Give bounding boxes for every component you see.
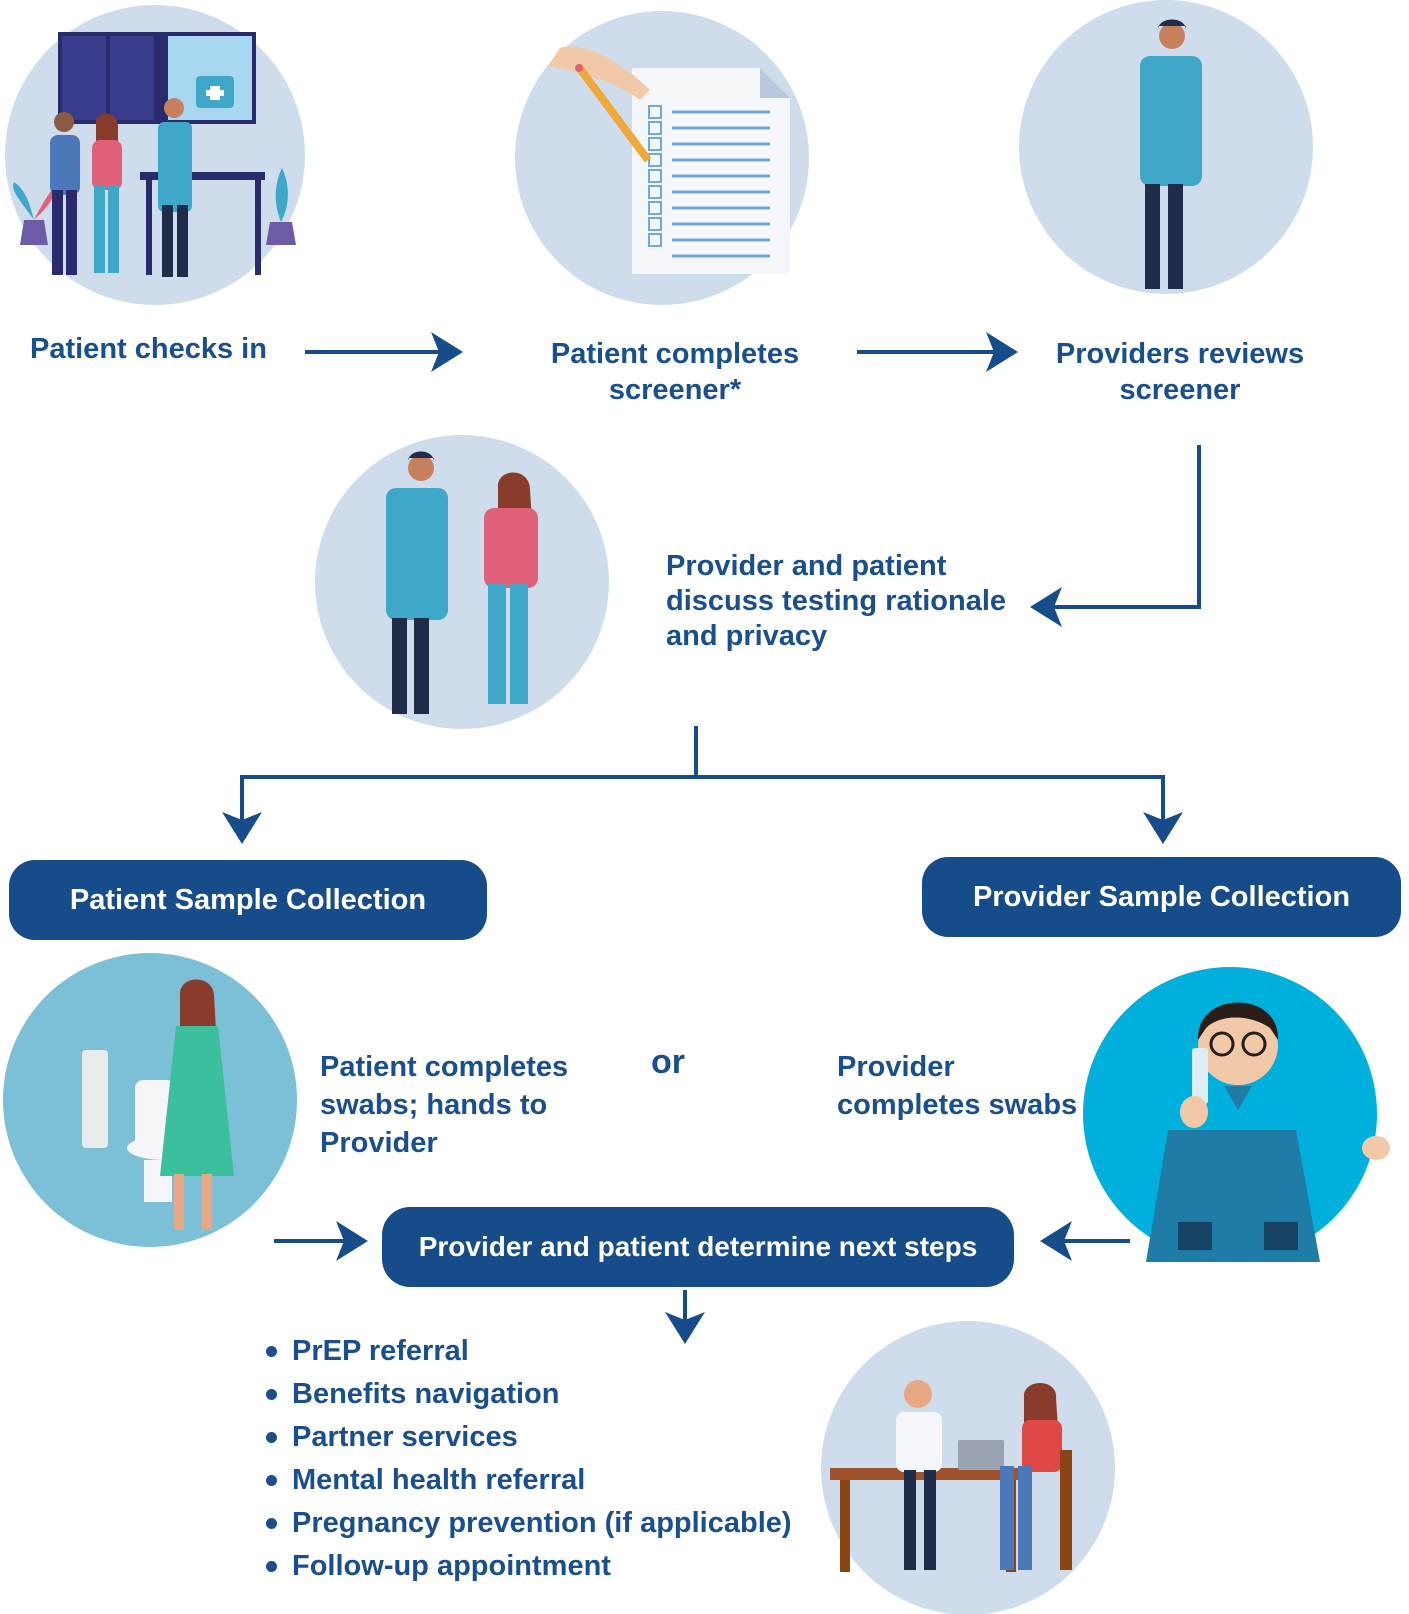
provider-swabs-illustration [1083,967,1390,1262]
next-steps-list: PrEP referral Benefits navigation Partne… [262,1330,792,1588]
step-completes-screener: Patient completes screener* [550,338,800,406]
provider-reviewer-illustration [1019,0,1313,294]
step-discuss: Provider and patient discuss testing rat… [666,550,1007,652]
check-in-illustration [5,5,305,305]
provider-swabs-text: Provider completes swabs [837,1051,1078,1121]
screener-illustration [515,11,809,305]
next-step-item: Pregnancy prevention (if applicable) [262,1502,792,1545]
patient-bathroom-illustration [3,953,297,1247]
discussion-illustration [315,435,609,729]
step-check-in: Patient checks in [30,333,267,365]
next-steps-pill: Provider and patient determine next step… [382,1207,1014,1287]
patient-swabs-text: Patient completes swabs; hands to Provid… [320,1051,569,1159]
next-step-item: Mental health referral [262,1459,792,1502]
next-step-item: Benefits navigation [262,1373,792,1416]
next-step-item: PrEP referral [262,1330,792,1373]
or-text: or [651,1043,685,1081]
arrow-review-to-discuss [1030,445,1201,627]
provider-sample-collection-pill: Provider Sample Collection [922,857,1401,937]
consultation-illustration [821,1321,1115,1614]
connectors [222,332,1201,1344]
next-step-item: Follow-up appointment [262,1545,792,1588]
next-step-item: Partner services [262,1416,792,1459]
step-reviews-screener: Providers reviews screener [1055,338,1305,406]
patient-sample-collection-pill: Patient Sample Collection [9,860,487,940]
